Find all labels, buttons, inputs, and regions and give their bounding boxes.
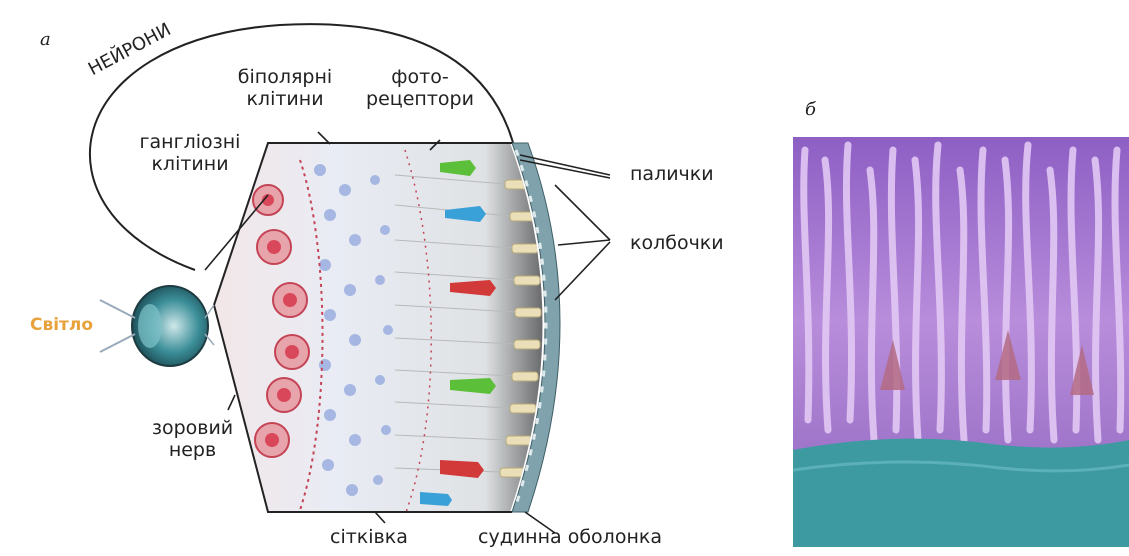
retina-label: сітківка (330, 527, 408, 549)
bipolar-cells-label: біполярні клітини (230, 67, 340, 111)
choroid-label: судинна оболонка (478, 527, 662, 549)
photoreceptor-micrograph (793, 137, 1129, 547)
bipolar-cells-label-line1: біполярні (230, 67, 340, 89)
rods-label: палички (630, 164, 714, 186)
optic-nerve-label-line2: нерв (140, 440, 245, 462)
optic-nerve-label: зоровий нерв (140, 418, 245, 462)
ganglion-cells-label: гангліозні клітини (130, 132, 250, 176)
ganglion-cells-label-line2: клітини (130, 154, 250, 176)
retina-section (200, 140, 580, 520)
panel-b-label: б (805, 100, 816, 121)
cones-label: колбочки (630, 233, 724, 255)
photoreceptors-label-line1: фото- (355, 67, 485, 89)
eyeball (100, 286, 214, 366)
panel-a-label: а (40, 30, 51, 51)
light-label: Світло (30, 316, 93, 336)
photoreceptors-label-line2: рецептори (355, 89, 485, 111)
photoreceptors-label: фото- рецептори (355, 67, 485, 111)
bipolar-cells-label-line2: клітини (230, 89, 340, 111)
ganglion-cells-label-line1: гангліозні (130, 132, 250, 154)
optic-nerve-label-line1: зоровий (140, 418, 245, 440)
